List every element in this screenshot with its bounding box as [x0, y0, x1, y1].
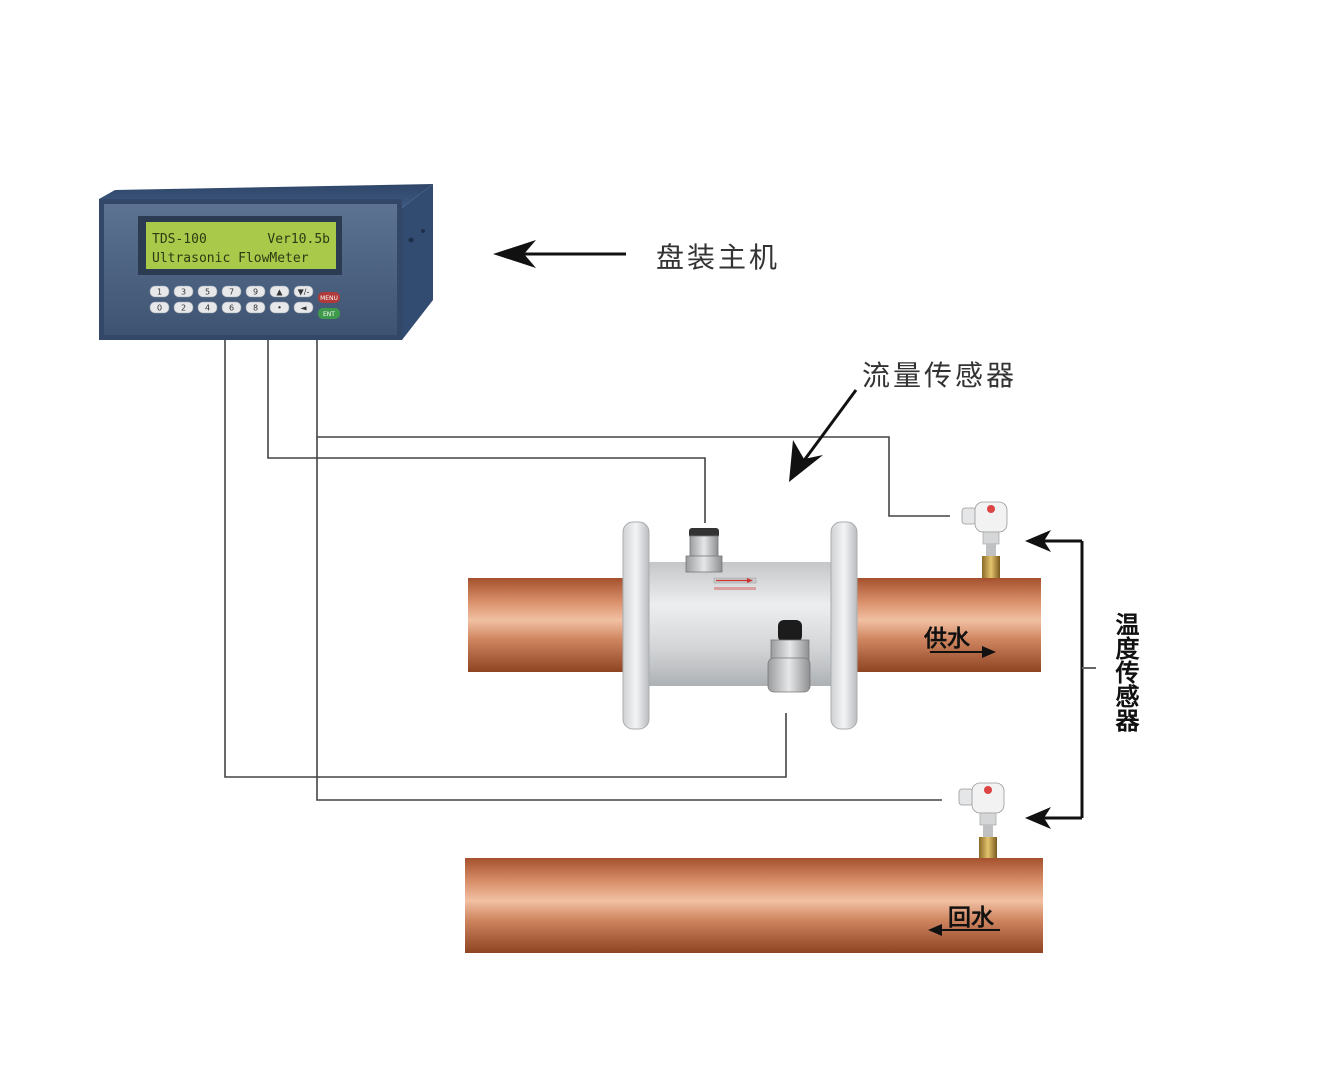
- wire-to-lower-transducer: [224, 338, 787, 778]
- keypad-key[interactable]: [245, 285, 266, 298]
- keypad-key-label: 0: [157, 304, 162, 313]
- keypad-key[interactable]: [293, 285, 314, 298]
- return-temp-sensor: [958, 782, 1005, 858]
- keypad-key[interactable]: [269, 285, 290, 298]
- keypad-key[interactable]: [149, 301, 170, 314]
- return-pipe-body: [465, 858, 1043, 953]
- keypad-key-label: ◄: [300, 304, 307, 313]
- lcd-line1-left: TDS-100: [152, 232, 207, 247]
- lcd-line2: Ultrasonic FlowMeter: [152, 251, 309, 266]
- temp-sensor-label: 温度传感器: [1111, 612, 1139, 732]
- keypad-key-label: 7: [229, 288, 234, 297]
- temp-arrow-upper-head: [1025, 530, 1051, 552]
- keypad-key-label: 1: [157, 288, 162, 297]
- signal-wires: [224, 338, 950, 801]
- flange-left: [622, 521, 650, 730]
- ent-key[interactable]: [318, 308, 340, 319]
- wire-to-upper-transducer: [267, 338, 706, 523]
- lcd-line1-right: Ver10.5b: [267, 232, 330, 247]
- supply-pipe: [468, 578, 1041, 672]
- keypad-key-label: 9: [253, 288, 258, 297]
- keypad-key-label: •: [277, 304, 282, 313]
- keypad-key-label: ▲: [276, 288, 283, 297]
- return-pipe: [465, 858, 1043, 953]
- flowmeter-spool: [622, 521, 858, 730]
- keypad-key-label: 6: [229, 304, 234, 313]
- ent-key-label: ENT: [323, 311, 335, 318]
- keypad-key[interactable]: [221, 285, 242, 298]
- wire-to-return-temp-sensor: [316, 437, 942, 801]
- keypad-key[interactable]: [149, 285, 170, 298]
- supply-pipe-right: [843, 578, 1041, 672]
- keypad-key-label: 8: [253, 304, 258, 313]
- flow-sensor-label: 流量传感器: [862, 359, 1018, 392]
- keypad-key[interactable]: [269, 301, 290, 314]
- host-side-face: [402, 184, 433, 340]
- supply-temp-sensor: [961, 501, 1008, 578]
- flow-sensor-arrow-head: [789, 440, 823, 482]
- return-water-label: 回水: [948, 905, 994, 931]
- keypad-key-label: 3: [181, 288, 186, 297]
- lower-transducer: [767, 620, 811, 693]
- keypad-key-label: 4: [205, 304, 210, 313]
- panel-host-unit: TDS-100 Ver10.5b Ultrasonic FlowMeter 1 3…: [99, 184, 433, 340]
- lcd-screen: [146, 222, 336, 269]
- keypad-key-label: 2: [181, 304, 186, 313]
- keypad-key[interactable]: [221, 301, 242, 314]
- flow-sensor-arrow-shaft: [798, 389, 858, 467]
- keypad-key[interactable]: [197, 285, 218, 298]
- wire-to-supply-temp-sensor: [316, 338, 950, 517]
- arrows: [493, 240, 1096, 829]
- keypad-key[interactable]: [173, 285, 194, 298]
- menu-key[interactable]: [318, 292, 340, 303]
- temp-arrow-lower-head: [1025, 807, 1051, 829]
- menu-key-label: MENU: [320, 295, 338, 302]
- keypad-key[interactable]: [197, 301, 218, 314]
- supply-pipe-left: [468, 578, 633, 672]
- supply-water-label: 供水: [924, 626, 970, 652]
- keypad: 1 3 5 7 9 ▲ ▼/- 0 2 4 6 8 • ◄ MENU ENT: [149, 285, 340, 319]
- keypad-key[interactable]: [293, 301, 314, 314]
- host-unit-label: 盘装主机: [656, 241, 781, 274]
- keypad-key[interactable]: [173, 301, 194, 314]
- upper-transducer: [685, 528, 723, 573]
- keypad-key[interactable]: [245, 301, 266, 314]
- host-arrow-head: [493, 240, 536, 268]
- keypad-key-label: 5: [205, 288, 210, 297]
- keypad-key-label: ▼/-: [298, 288, 310, 297]
- flange-right: [830, 521, 858, 730]
